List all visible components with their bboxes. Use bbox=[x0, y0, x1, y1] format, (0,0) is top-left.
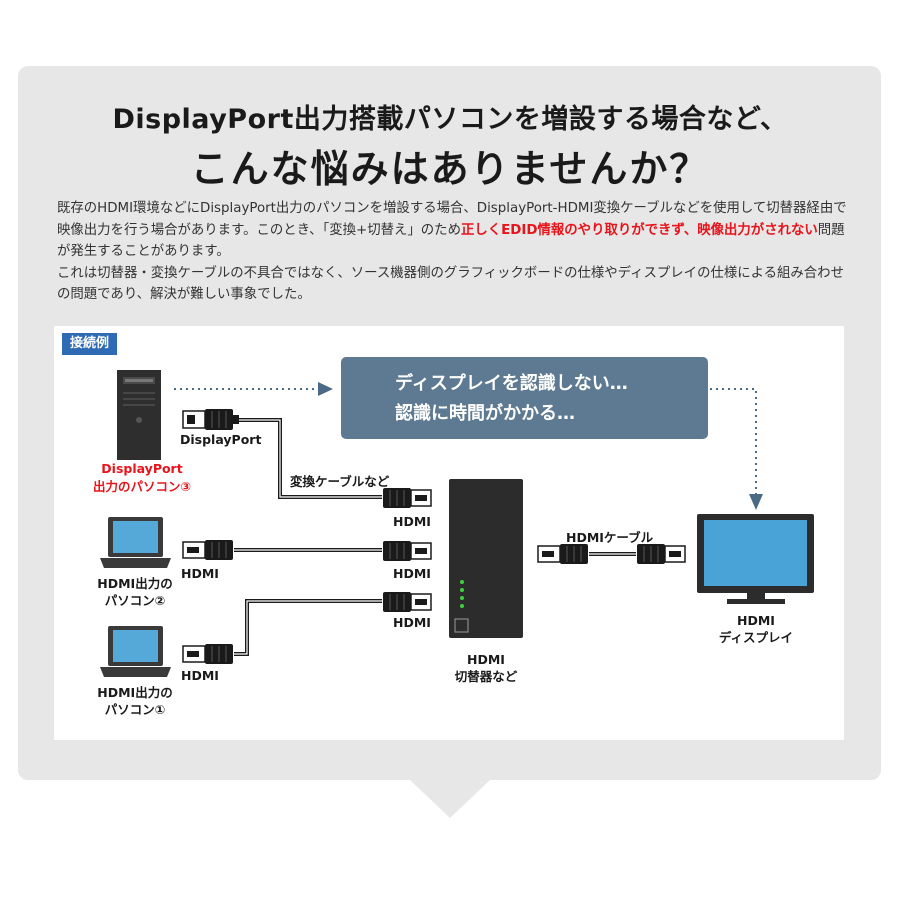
hdmi-plug-icon bbox=[182, 644, 233, 664]
hdmi-port-label: HDMI bbox=[393, 566, 431, 581]
pc3-label-line-1: DisplayPort bbox=[101, 461, 183, 476]
hdmi-switcher-icon bbox=[449, 479, 523, 638]
display-label: HDMI ディスプレイ bbox=[700, 612, 812, 646]
card-pointer bbox=[410, 780, 490, 818]
hdmi-plug-icon bbox=[182, 540, 233, 560]
description-paragraph-1: 既存のHDMI環境などにDisplayPort出力のパソコンを増設する場合、Di… bbox=[57, 198, 857, 263]
description: 既存のHDMI環境などにDisplayPort出力のパソコンを増設する場合、Di… bbox=[57, 198, 857, 306]
pc3-label-line-2: 出力のパソコン③ bbox=[92, 479, 192, 494]
hdmi-plug-icon bbox=[537, 544, 588, 564]
pc2-label-line-1: HDMI出力の bbox=[97, 576, 173, 591]
description-text: 既存のHDMI環境などにDisplayPort出力のパソコンを増設する場合、Di… bbox=[57, 201, 847, 238]
hdmi-plug-icon bbox=[637, 544, 686, 564]
arrow-down-icon bbox=[749, 494, 763, 510]
description-paragraph-2: これは切替器・変換ケーブルの不具合ではなく、ソース機器側のグラフィックボードの仕… bbox=[57, 265, 844, 303]
pc2-label-line-2: パソコン② bbox=[104, 593, 166, 608]
hdmi-cable-label: HDMIケーブル bbox=[566, 530, 654, 545]
description-text: 問題が発生することがあります。 bbox=[57, 222, 845, 260]
monitor-icon bbox=[697, 514, 814, 604]
hdmi-plug-icon bbox=[383, 541, 432, 561]
switcher-label: HDMI 切替器など bbox=[430, 651, 542, 685]
arrow-right-icon bbox=[318, 382, 333, 396]
pc2-label: HDMI出力の パソコン② bbox=[80, 575, 190, 609]
heading-line-2: こんな悩みはありませんか？ bbox=[190, 147, 710, 191]
laptop-icon bbox=[100, 517, 171, 568]
laptop-icon bbox=[100, 626, 171, 677]
display-label-line-2: ディスプレイ bbox=[718, 630, 794, 645]
hdmi-plug-icon bbox=[383, 488, 432, 508]
switcher-label-line-2: 切替器など bbox=[454, 669, 518, 684]
heading-line-1: DisplayPort出力搭載パソコンを増設する場合など、 bbox=[112, 104, 788, 135]
switcher-label-line-1: HDMI bbox=[467, 652, 505, 667]
cable bbox=[234, 419, 636, 655]
displayport-port-label: DisplayPort bbox=[180, 432, 262, 447]
connection-example-badge: 接続例 bbox=[62, 333, 118, 355]
hdmi-port-label: HDMI bbox=[181, 668, 219, 683]
callout-line-1: ディスプレイを認識しない… bbox=[395, 373, 628, 394]
pc1-label-line-2: パソコン① bbox=[104, 702, 166, 717]
callout-line-2: 認識に時間がかかる… bbox=[395, 403, 575, 424]
hdmi-port-label: HDMI bbox=[393, 615, 431, 630]
display-label-line-1: HDMI bbox=[737, 613, 775, 628]
displayport-plug-icon bbox=[182, 409, 239, 430]
converter-label: 変換ケーブルなど bbox=[290, 474, 390, 489]
hdmi-port-label: HDMI bbox=[393, 514, 431, 529]
tower-pc-icon bbox=[117, 370, 161, 460]
pc1-label-line-1: HDMI出力の bbox=[97, 685, 173, 700]
pc1-label: HDMI出力の パソコン① bbox=[80, 684, 190, 718]
description-highlight: 正しくEDID情報のやり取りができず、映像出力がされない bbox=[460, 222, 818, 238]
pc3-label: DisplayPort 出力のパソコン③ bbox=[72, 460, 212, 496]
issue-callout: ディスプレイを認識しない… 認識に時間がかかる… bbox=[341, 357, 708, 439]
dotted-arrow-line bbox=[710, 388, 757, 494]
hdmi-port-label: HDMI bbox=[181, 566, 219, 581]
hdmi-plug-icon bbox=[383, 592, 432, 612]
